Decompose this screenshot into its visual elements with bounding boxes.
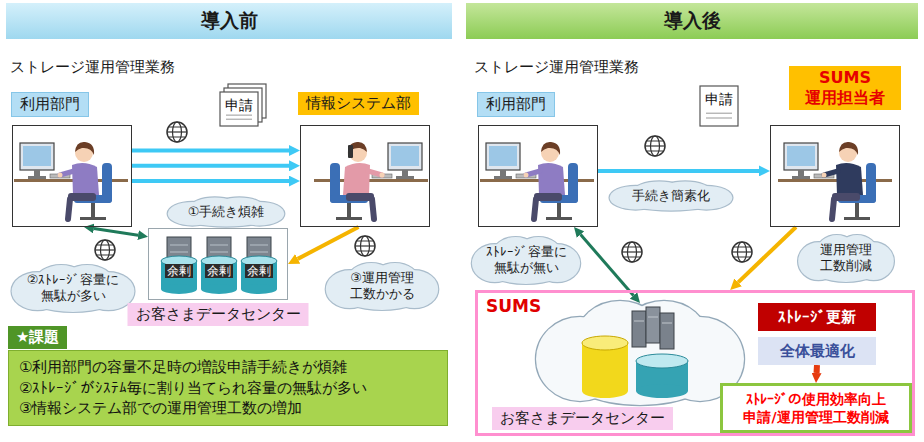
document-sheet (700, 86, 738, 126)
phone-icon (348, 145, 353, 158)
storage-update-box: ｽﾄﾚｰｼﾞ更新 (758, 303, 876, 331)
node-text: 全体最適化 (780, 342, 855, 361)
datacenter-storage-art (582, 307, 688, 398)
node-text: 申請 (700, 86, 738, 126)
note-cloud: ②ｽﾄﾚｰｼﾞ容量に 無駄が多い (14, 266, 132, 311)
sums-operator-frame: SUMS 運用担当者 (770, 125, 900, 227)
node-text: お客さまデータセンター (128, 303, 309, 326)
node-text: ｽﾄﾚｰｼﾞ容量に 無駄が無い (484, 244, 568, 277)
document-line (226, 119, 252, 120)
note-cloud: ①手続き煩雑 (170, 198, 282, 226)
datacenter-storage-art (648, 317, 658, 318)
datacenter-box: お客さまデータセンター余剰余剰余剰 (148, 228, 288, 300)
document-line (706, 118, 732, 119)
node-text: 運用管理 工数削減 (810, 242, 882, 275)
node-text: 利用部門 (11, 92, 89, 117)
node-text: ③運用管理 工数かかる (338, 270, 426, 303)
document-sheet (220, 92, 258, 126)
request-document: 申請 (220, 84, 266, 126)
document-line (226, 115, 252, 116)
node-text: 導入後 (664, 8, 721, 34)
node-text: 情報システム部 (298, 92, 419, 115)
datacenter-storage-art (632, 311, 646, 347)
surplus-storage: 余剰 (201, 237, 237, 295)
user-illustration (14, 142, 128, 220)
flow-arrow (598, 169, 759, 173)
section-label: ストレージ運用管理業務 (474, 58, 639, 77)
header-band: 導入前 (6, 3, 452, 39)
storage-unit (241, 237, 277, 294)
flow-arrow (738, 227, 796, 282)
datacenter-storage-art (636, 354, 688, 368)
datacenter-storage-art (582, 336, 628, 350)
node-text: SUMS (486, 296, 541, 316)
node-text: 導入前 (201, 8, 258, 34)
storage-unit (161, 237, 197, 294)
user-dept-frame: 利用部門 (478, 125, 598, 227)
flow-arrow (298, 227, 359, 259)
node-text: 利用部門 (477, 92, 555, 117)
header-band: 導入後 (466, 3, 918, 39)
web-globe-icon (732, 242, 752, 262)
document-line (706, 113, 732, 114)
datacenter-storage-art (646, 307, 660, 343)
node-text: ｽﾄﾚｰｼﾞの使用効率向上 申請/運用管理工数削減 (729, 390, 903, 426)
node-text: 余剰 (245, 264, 273, 278)
datacenter-storage-art (662, 323, 672, 324)
optimization-box: 全体最適化 (758, 337, 876, 365)
node-text: ③情報システム部での運用管理工数の増加 (19, 398, 437, 419)
result-box: ｽﾄﾚｰｼﾞの使用効率向上 申請/運用管理工数削減 (720, 383, 912, 433)
operator-illustration (778, 142, 892, 220)
datacenter-storage-art (582, 384, 628, 398)
staff-illustration (314, 142, 428, 220)
web-globe-icon (622, 242, 642, 262)
note-cloud: 運用管理 工数削減 (800, 236, 892, 281)
datacenter-storage-art (660, 313, 674, 349)
node-text: SUMS 運用担当者 (789, 66, 901, 110)
flow-arrow (581, 235, 634, 296)
node-text: ②ｽﾄﾚｰｼﾞ容量に 無駄が多い (24, 272, 122, 305)
web-globe-icon (95, 240, 115, 260)
node-text: お客さまデータセンター (492, 407, 673, 430)
flow-arrow (132, 149, 289, 153)
heading-tab: ★課題 (8, 326, 67, 349)
node-text: ①手続き煩雑 (180, 204, 272, 220)
datacenter-storage-art (634, 321, 644, 322)
web-globe-icon (355, 236, 375, 256)
user-dept-frame: 利用部門 (12, 125, 132, 227)
note-cloud: ｽﾄﾚｰｼﾞ容量に 無駄が無い (474, 238, 578, 283)
request-document: 申請 (700, 86, 738, 126)
datacenter-storage-art (636, 384, 688, 398)
user-illustration (480, 142, 594, 220)
storage-unit (201, 237, 237, 294)
web-globe-icon (167, 122, 187, 142)
web-globe-icon (645, 136, 665, 156)
issues-box: ★課題①利用部門の容量不足時の増設申請手続きが煩雑②ｽﾄﾚｰｼﾞがｼｽﾃﾑ毎に割… (8, 350, 448, 426)
node-text: 手続き簡素化 (622, 188, 720, 204)
node-text: 余剰 (205, 264, 233, 278)
flow-arrow (814, 365, 820, 373)
flow-arrow (132, 179, 289, 183)
note-cloud: ③運用管理 工数かかる (328, 264, 436, 309)
sums-service-box: SUMS お客さまデータセンター ｽﾄﾚｰｼﾞ更新全体最適化 ｽﾄﾚｰｼﾞの使用効率… (475, 290, 915, 436)
node-text: 申請 (220, 92, 258, 126)
surplus-storage: 余剰 (241, 237, 277, 295)
datacenter-cloud: お客さまデータセンター (540, 303, 740, 403)
node-text: ①利用部門の容量不足時の増設申請手続きが煩雑 (19, 357, 437, 378)
section-label: ストレージ運用管理業務 (10, 58, 175, 77)
it-dept-frame: 情報システム部 (300, 125, 430, 227)
node-text: 余剰 (165, 264, 193, 278)
note-cloud: 手続き簡素化 (612, 182, 730, 210)
surplus-storage: 余剰 (161, 237, 197, 295)
node-text: ｽﾄﾚｰｼﾞ更新 (778, 308, 856, 327)
flow-arrow (132, 164, 289, 168)
cloud-shape (540, 303, 740, 403)
node-text: ②ｽﾄﾚｰｼﾞがｼｽﾃﾑ毎に割り当てられ容量の無駄が多い (19, 378, 437, 399)
flow-arrow (94, 228, 138, 235)
